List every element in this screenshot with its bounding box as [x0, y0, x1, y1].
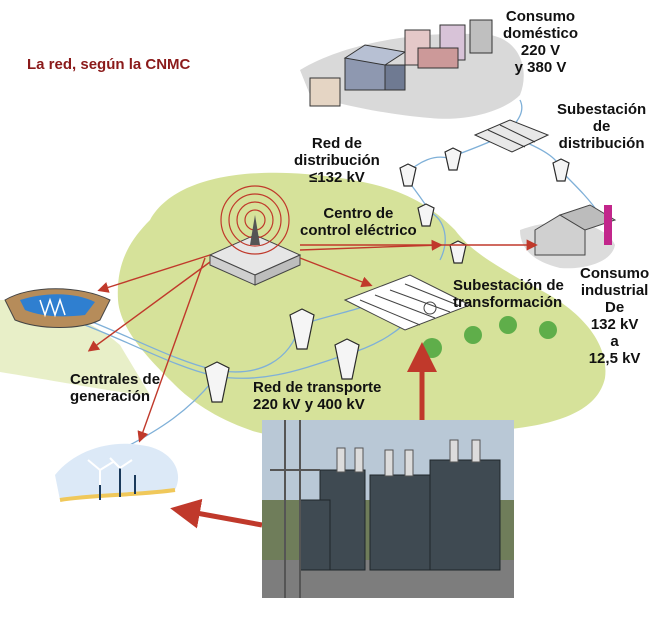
- towers: [204, 147, 570, 403]
- control-center-illustration: [208, 185, 302, 286]
- transformation-substation-illustration: [343, 274, 472, 331]
- label-consumo-industrial: Consumo industrial De 132 kV a 12,5 kV: [580, 265, 650, 367]
- substation-illustration: [473, 119, 550, 153]
- transformer-photo: [262, 420, 514, 598]
- label-subestacion-distribucion: Subestación de distribución: [557, 101, 647, 152]
- photo-arrow-left: [170, 498, 263, 529]
- control-arrows: [87, 239, 538, 443]
- label-red-distribucion: Red de distribución ≤132 kV: [294, 135, 380, 186]
- label-centro-control: Centro de control eléctrico: [300, 205, 417, 239]
- factory-illustration: [534, 204, 617, 256]
- label-subestacion-transformacion: Subestación de transformación: [453, 277, 564, 311]
- label-consumo-domestico: Consumo doméstico 220 V y 380 V: [503, 8, 579, 76]
- dam-illustration: [4, 288, 111, 328]
- label-centrales-generacion: Centrales de generación: [70, 371, 161, 405]
- houses-illustration: [309, 19, 493, 107]
- diagram-title: La red, según la CNMC: [27, 56, 191, 73]
- wind-turbines-illustration: [55, 443, 179, 502]
- label-red-transporte: Red de transporte 220 kV y 400 kV: [253, 379, 382, 413]
